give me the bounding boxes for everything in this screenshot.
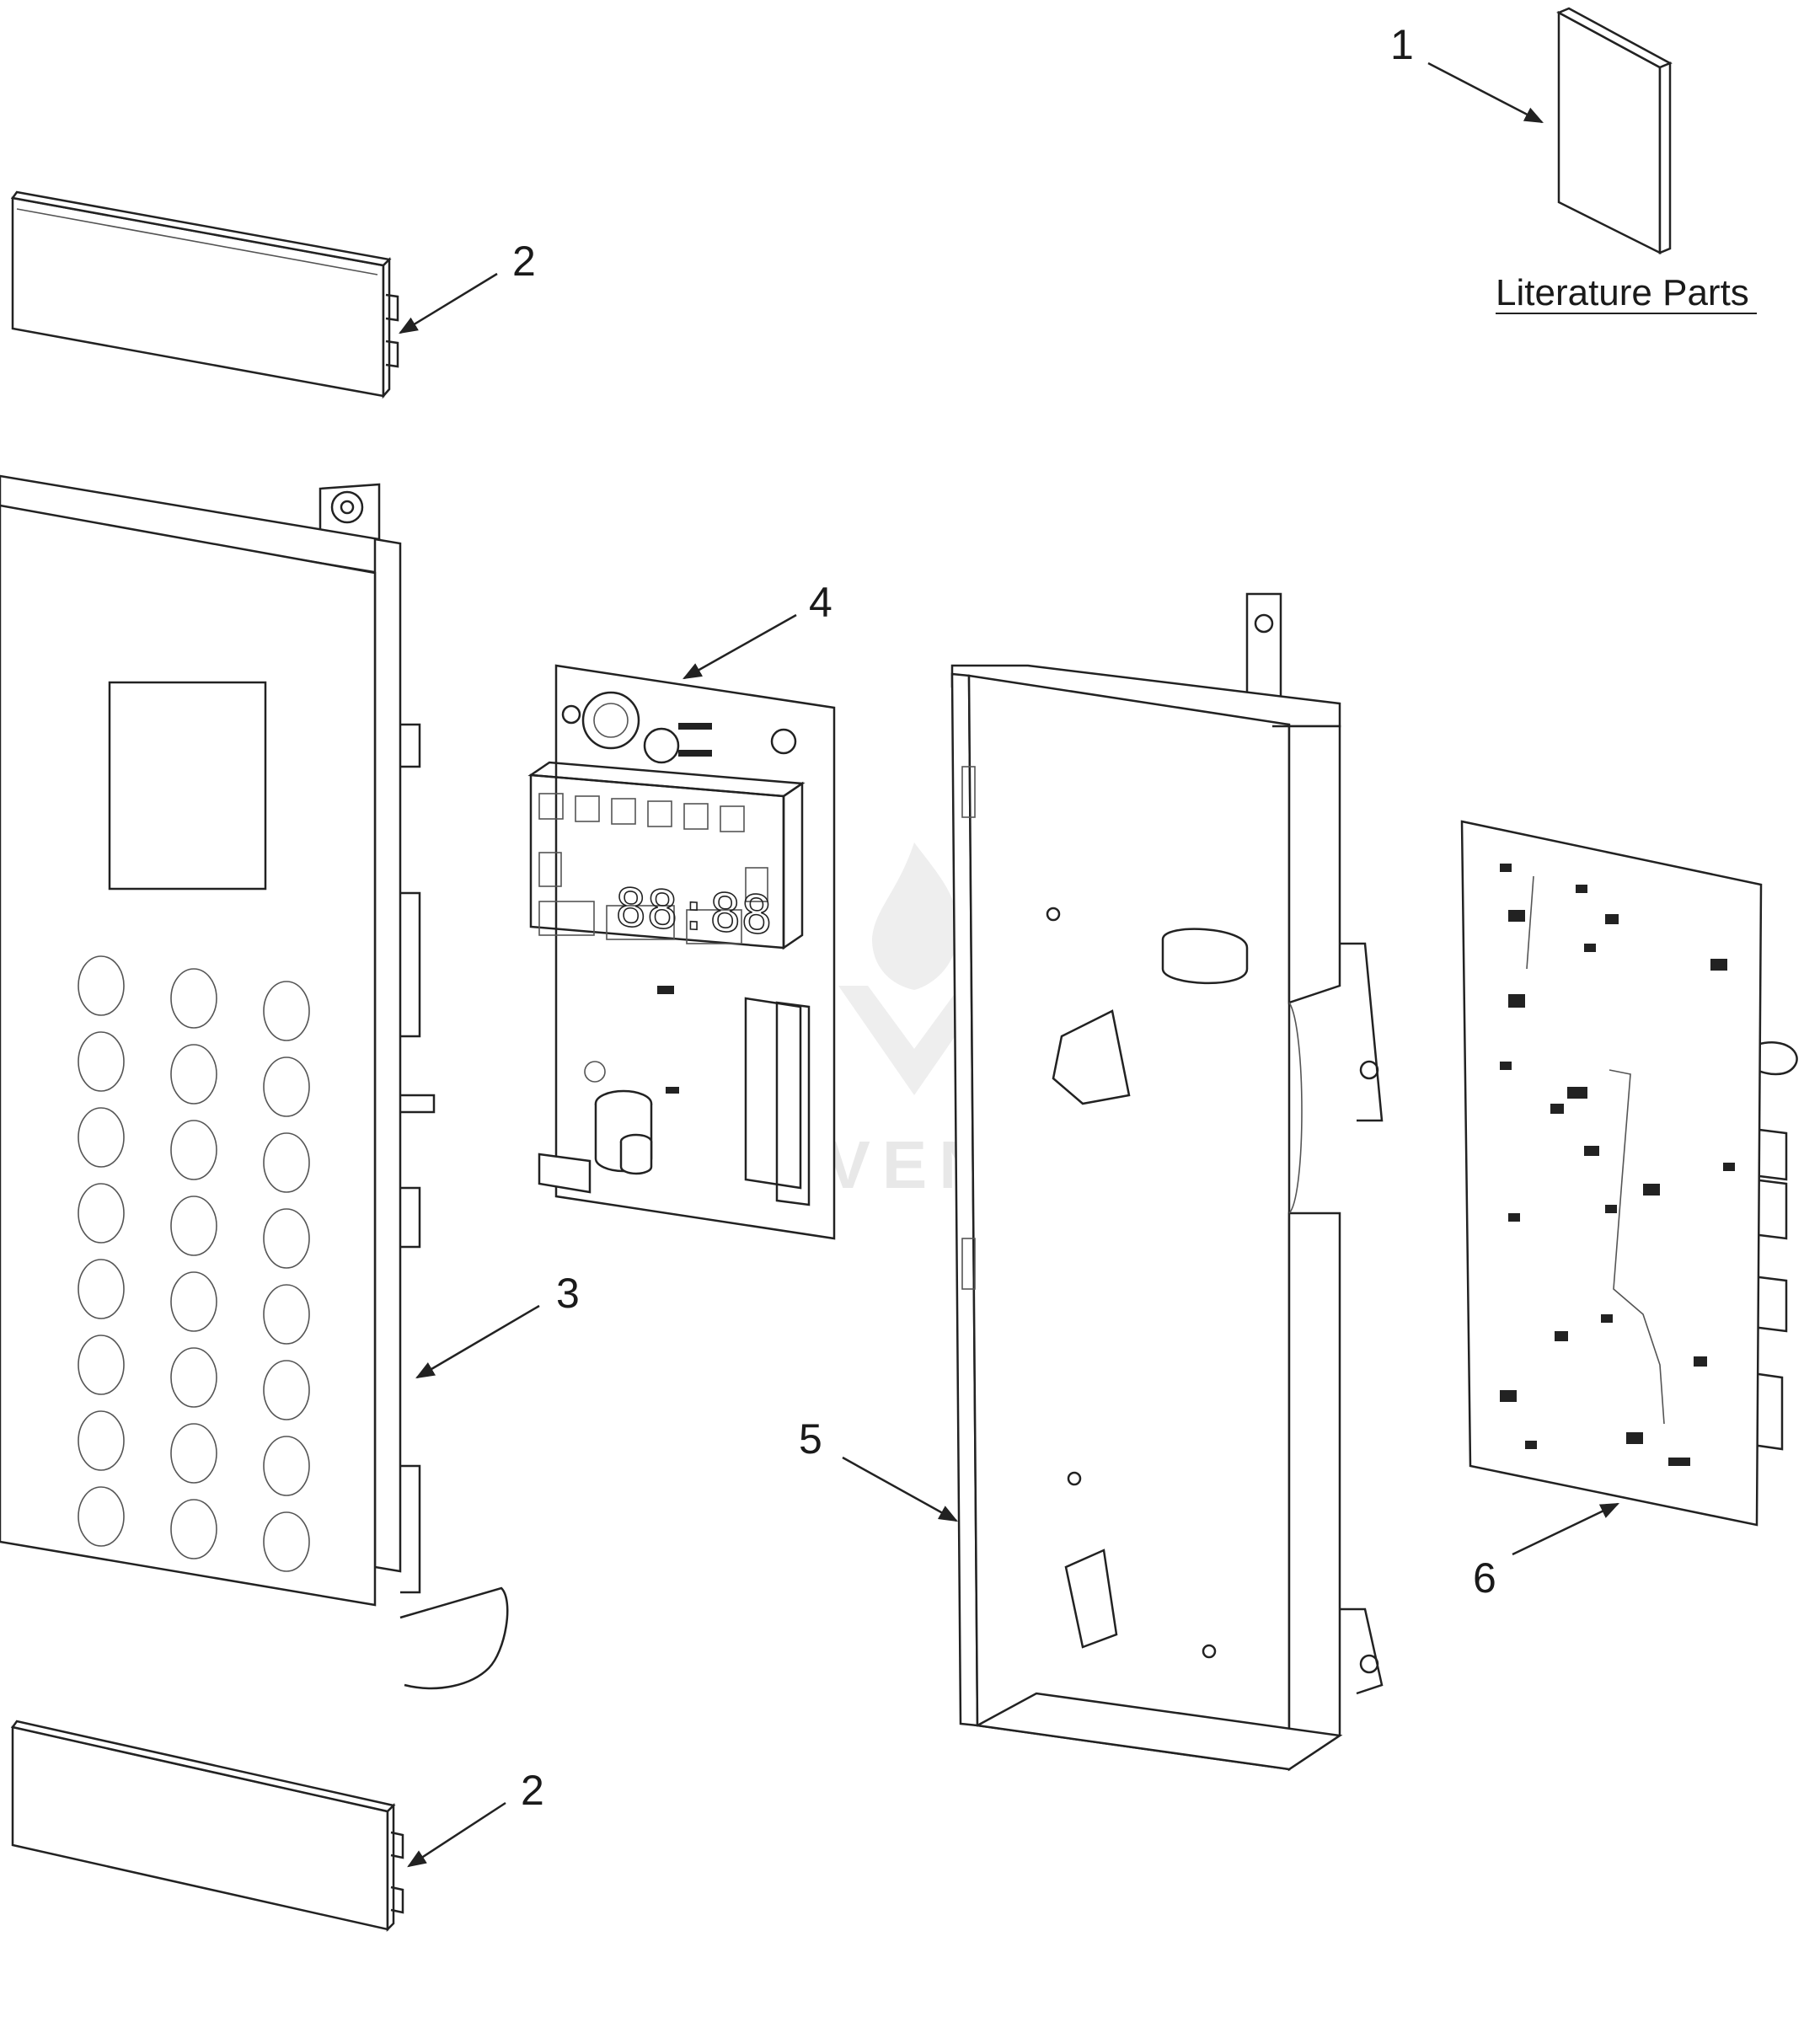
keypad-buttons: [78, 955, 310, 1572]
flame-logo-icon: [838, 842, 990, 1095]
callout-2-top: 2: [512, 238, 536, 285]
literature-caption: Literature Parts: [1496, 272, 1749, 313]
callout-labels: 1 2 3 4 5 6 2: [512, 21, 1496, 1814]
control-housing-bracket: [950, 592, 1384, 1772]
main-power-control-board: [1460, 820, 1798, 1527]
literature-parts-booklet: Literature Parts: [1496, 7, 1757, 314]
callout-1: 1: [1390, 21, 1414, 68]
display-control-board: 88:88: [527, 664, 836, 1240]
control-panel-console: [0, 474, 509, 1690]
smd-components: [1500, 864, 1735, 1466]
leader-lines: [399, 62, 1620, 1868]
display-window: [108, 681, 267, 891]
callout-4: 4: [809, 579, 832, 626]
callout-5: 5: [799, 1415, 822, 1463]
end-cap-bottom: [10, 1720, 404, 1933]
callout-2-bottom: 2: [521, 1767, 544, 1814]
callout-3: 3: [556, 1270, 580, 1317]
display-segment-keys: [538, 793, 768, 944]
segment-display-digits: 88:88: [615, 876, 773, 946]
end-cap-top: [10, 190, 399, 399]
callout-6: 6: [1473, 1554, 1496, 1602]
